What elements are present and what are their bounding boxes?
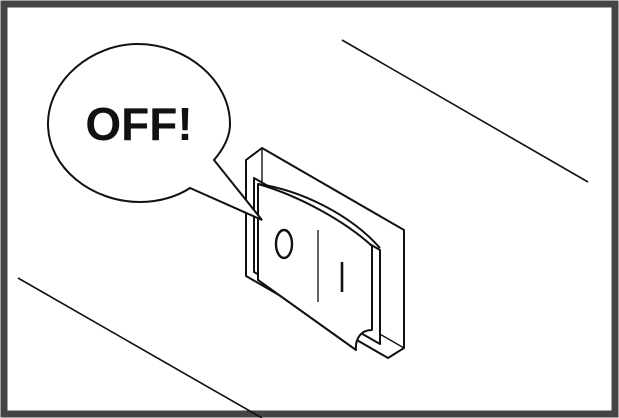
speech-bubble <box>46 42 263 221</box>
off-symbol-o <box>274 228 294 260</box>
rocker-top-curve <box>257 183 381 249</box>
surface-edge-line-bottom <box>17 277 263 418</box>
callout-label: OFF! <box>85 98 192 150</box>
rocker-paddle <box>257 183 373 351</box>
rocker-switch <box>245 147 405 359</box>
surface-edge-line-top <box>341 39 589 183</box>
